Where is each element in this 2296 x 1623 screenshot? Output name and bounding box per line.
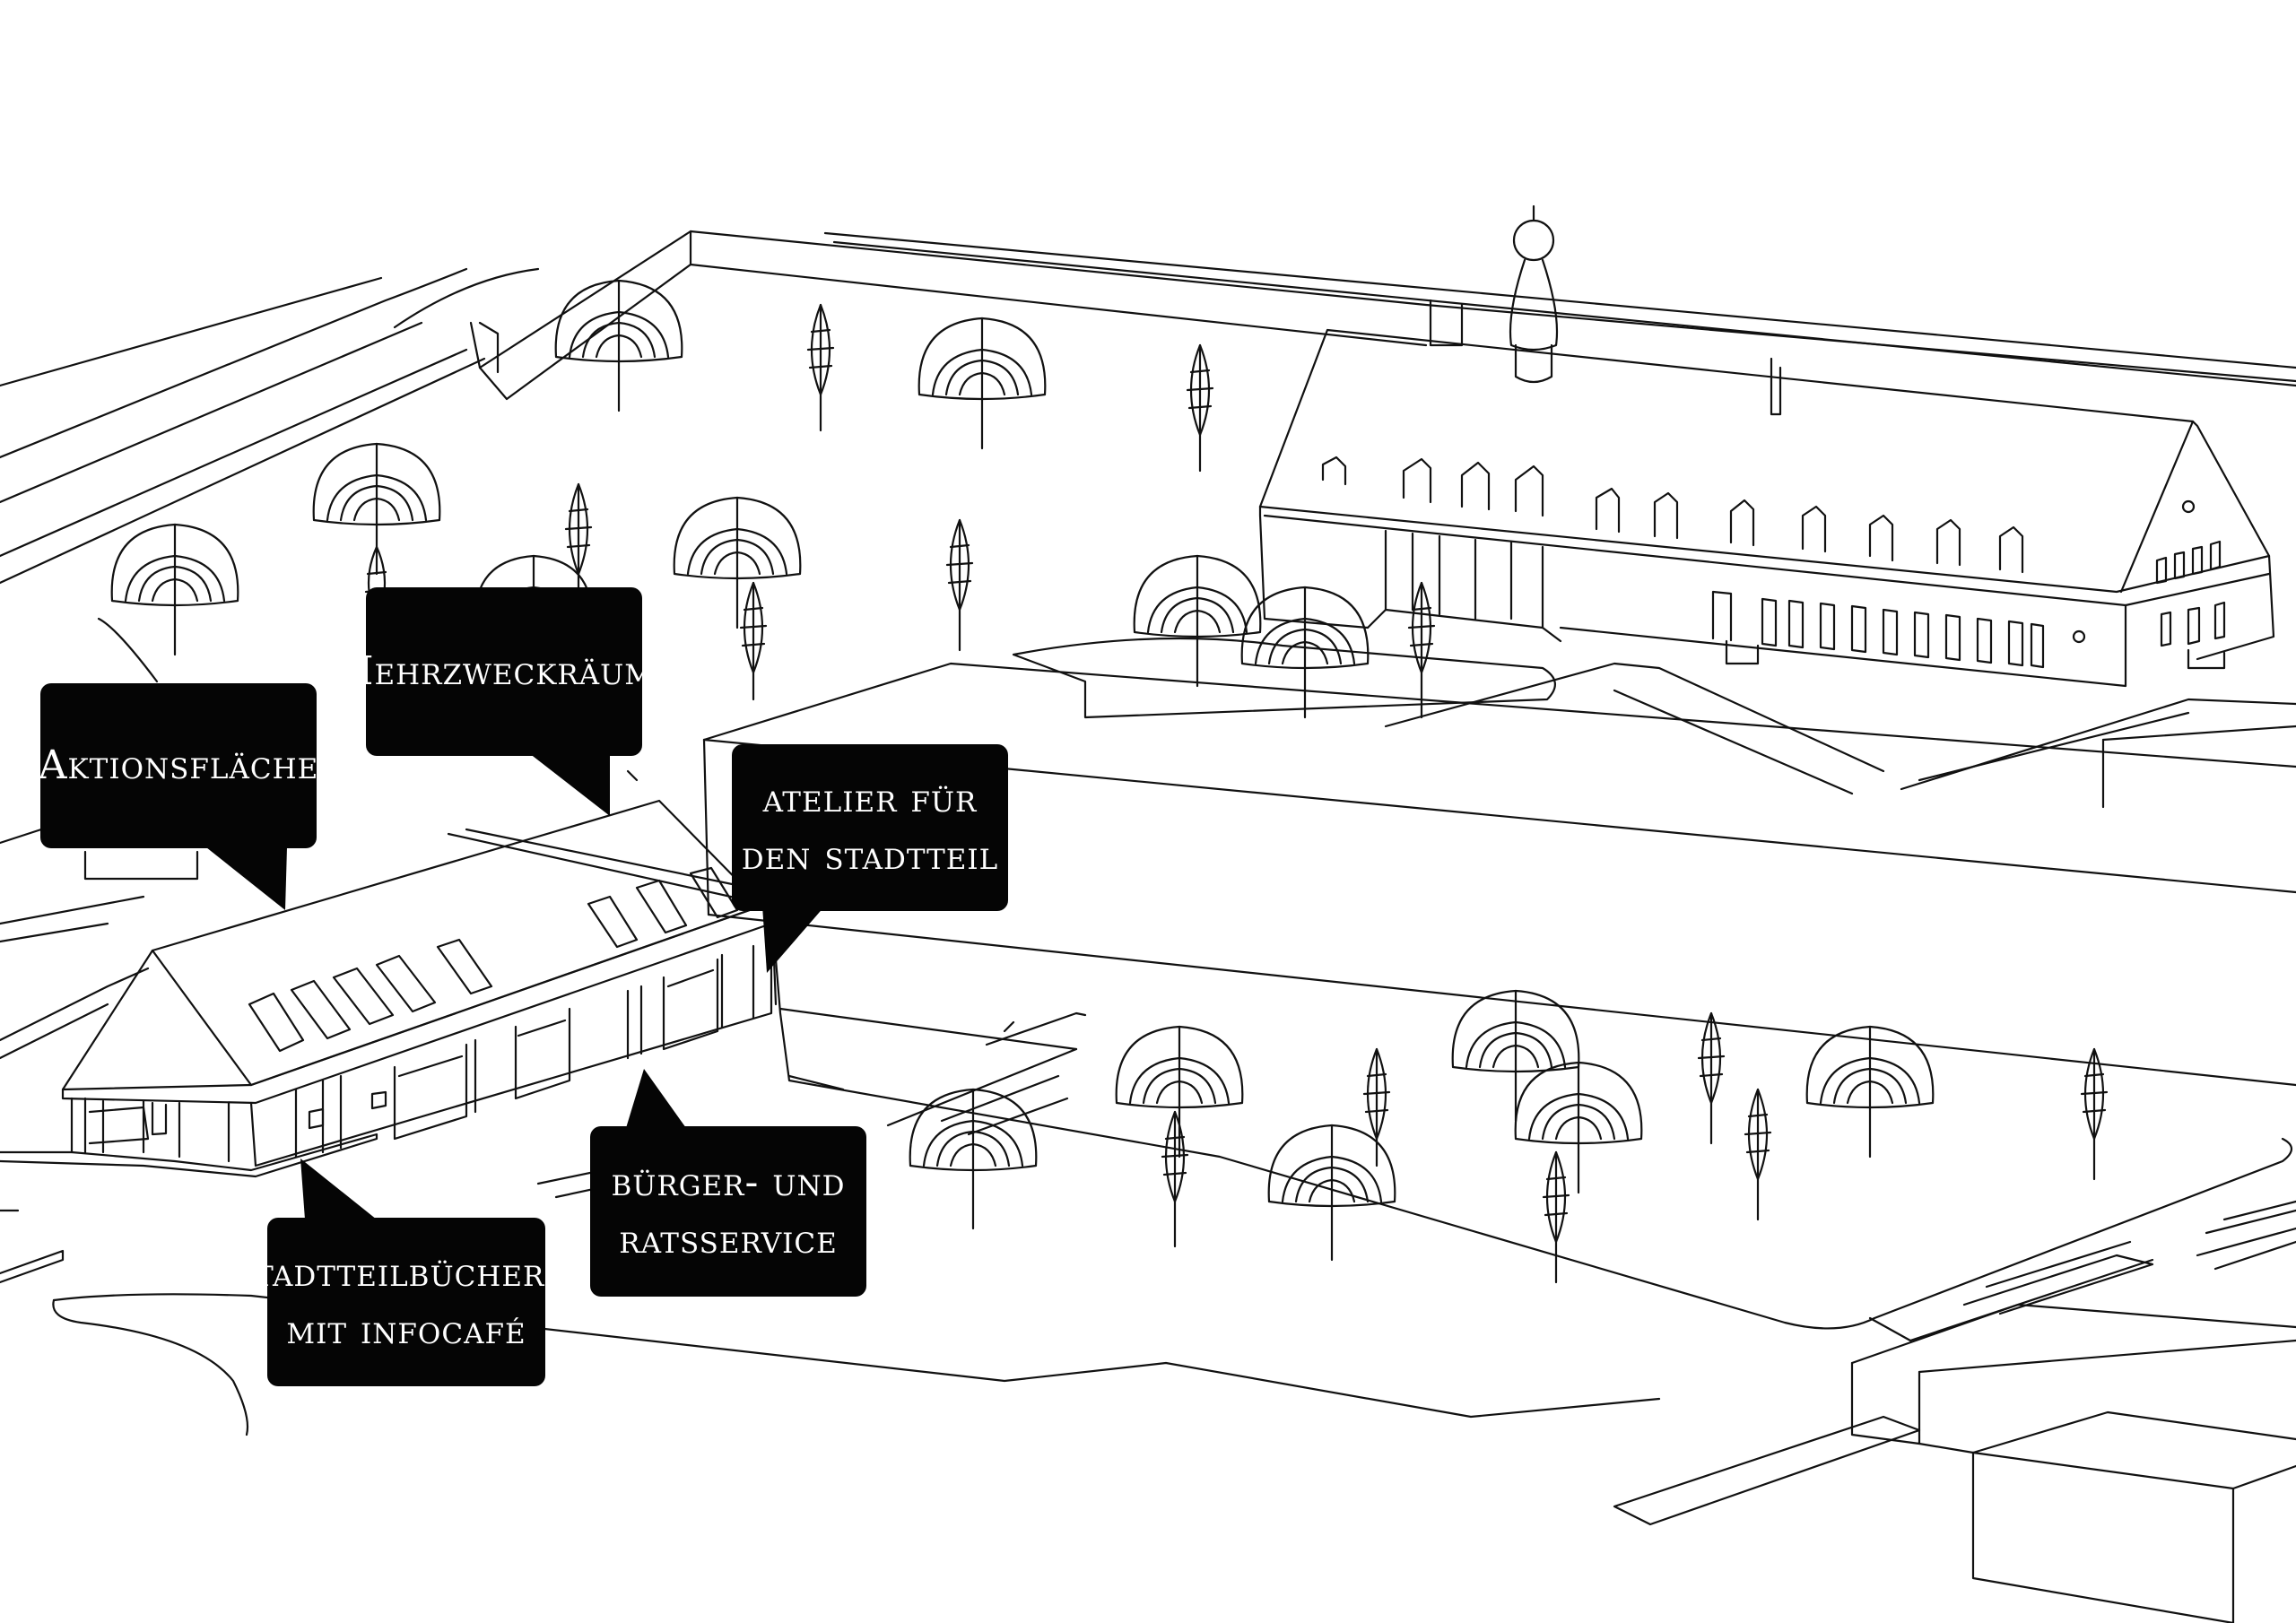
callout-atelier: atelier für den stadtteil xyxy=(732,744,1008,911)
callout-buergerservice: bürger- und ratsservice xyxy=(590,1126,866,1297)
callout-label: bürger- und ratsservice xyxy=(611,1159,846,1263)
streets xyxy=(0,774,2296,1526)
historic-building xyxy=(1258,328,2275,688)
central-flat-building xyxy=(702,637,2296,1087)
small-building-left xyxy=(0,617,199,1060)
lower-right-block xyxy=(1850,1303,2296,1623)
callout-label: atelier für den stadtteil xyxy=(741,776,999,879)
callout-label: Mehrzweckräume xyxy=(333,648,675,694)
callout-label: stadtteilbücherei mit infocafé xyxy=(234,1250,578,1353)
slim-trees xyxy=(364,303,2109,1284)
church-tower xyxy=(1509,204,1559,384)
back-wall xyxy=(469,230,2296,401)
callout-label: Aktionsfläche xyxy=(38,742,319,788)
community-building xyxy=(0,769,773,1178)
round-trees xyxy=(110,279,1935,1262)
callout-mehrzweckraeume: Mehrzweckräume xyxy=(333,587,674,756)
callout-pointers xyxy=(206,753,825,1219)
callout-aktionsflaeche: Aktionsfläche xyxy=(38,683,319,848)
parking-stripes xyxy=(536,1011,2296,1235)
railway-lines xyxy=(0,267,540,585)
callout-buecherei: stadtteilbücherei mit infocafé xyxy=(235,1218,577,1386)
